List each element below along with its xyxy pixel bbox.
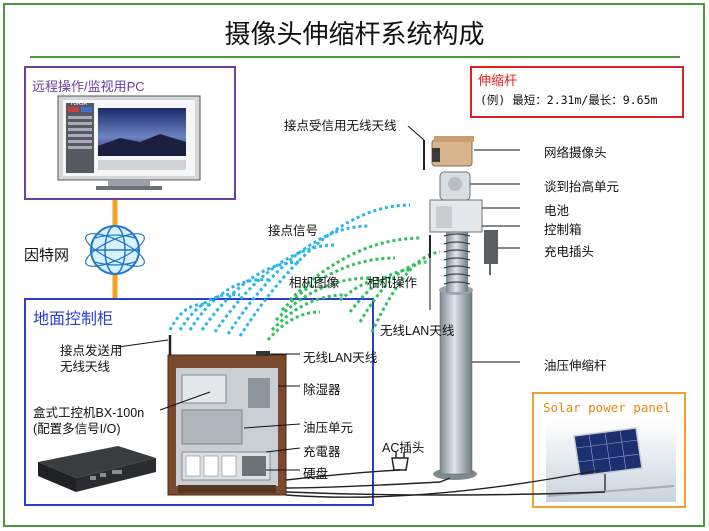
camera-image-label: 相机图像 <box>289 276 340 290</box>
solar-panel-box <box>532 392 686 508</box>
network-camera-label: 网络摄像头 <box>544 146 607 160</box>
mast-spec-detail: (例) 最短：2.31m/最长：9.65m <box>480 93 658 107</box>
solar-panel-title: Solar power panel <box>543 400 671 415</box>
camera-operation-waves <box>339 250 441 333</box>
contact-signal-label: 接点信号 <box>268 224 319 238</box>
remote-pc-box <box>24 66 236 200</box>
control-cabinet-illustration <box>167 335 287 496</box>
control-box-label: 控制箱 <box>544 223 582 237</box>
remote-pc-title: 远程操作/监视用PC <box>32 79 145 94</box>
dehumidifier-label: 除湿器 <box>303 383 341 397</box>
contact-signal-waves <box>168 203 411 337</box>
ac-plug-label: AC插头 <box>382 441 425 455</box>
title-underline <box>30 56 680 58</box>
internet-label: 因特网 <box>24 247 70 264</box>
charger-label: 充電器 <box>303 445 341 459</box>
monitor-illustration: YUASA <box>57 95 201 190</box>
mast-spec-box <box>470 66 684 118</box>
mast-spec-title: 伸缩杆 <box>478 73 518 88</box>
ground-cabinet-title: 地面控制柜 <box>33 311 114 328</box>
lan-antenna-mast-label: 无线LAN天线 <box>380 324 455 338</box>
globe-icon <box>85 225 145 275</box>
camera-operation-label: 相机操作 <box>367 276 418 290</box>
receive-antenna-label: 接点受信用无线天线 <box>284 119 397 133</box>
box-pc-label-2: (配置多信号I/O) <box>33 422 121 436</box>
charge-plug-label: 充电插头 <box>544 245 595 259</box>
hydraulic-mast-illustration <box>423 136 498 480</box>
battery-label: 电池 <box>544 204 570 218</box>
camera-image-waves <box>266 236 423 341</box>
hydraulic-mast-label: 油压伸缩杆 <box>544 359 607 373</box>
box-pc-illustration <box>38 446 156 492</box>
cables <box>285 469 606 498</box>
solar-panel-illustration <box>546 420 676 502</box>
diagram-title: 摄像头伸缩杆系统构成 <box>224 19 485 49</box>
transmit-antenna-label-1: 接点发送用 <box>60 344 123 358</box>
ac-plug-icon <box>391 452 409 471</box>
transmit-antenna-label-2: 无线天线 <box>60 360 111 374</box>
hydraulic-unit-label: 油压单元 <box>303 421 354 435</box>
ground-cabinet-box <box>24 298 374 506</box>
lan-antenna-cabinet-label: 无线LAN天线 <box>303 351 378 365</box>
screen-brand-text: YUASA <box>70 101 88 107</box>
pan-tilt-label: 谈到抬高单元 <box>544 180 620 194</box>
leader-lines <box>117 125 520 471</box>
hard-disk-label: 硬盘 <box>303 467 329 481</box>
box-pc-label-1: 盒式工控机BX-100n <box>33 406 145 420</box>
